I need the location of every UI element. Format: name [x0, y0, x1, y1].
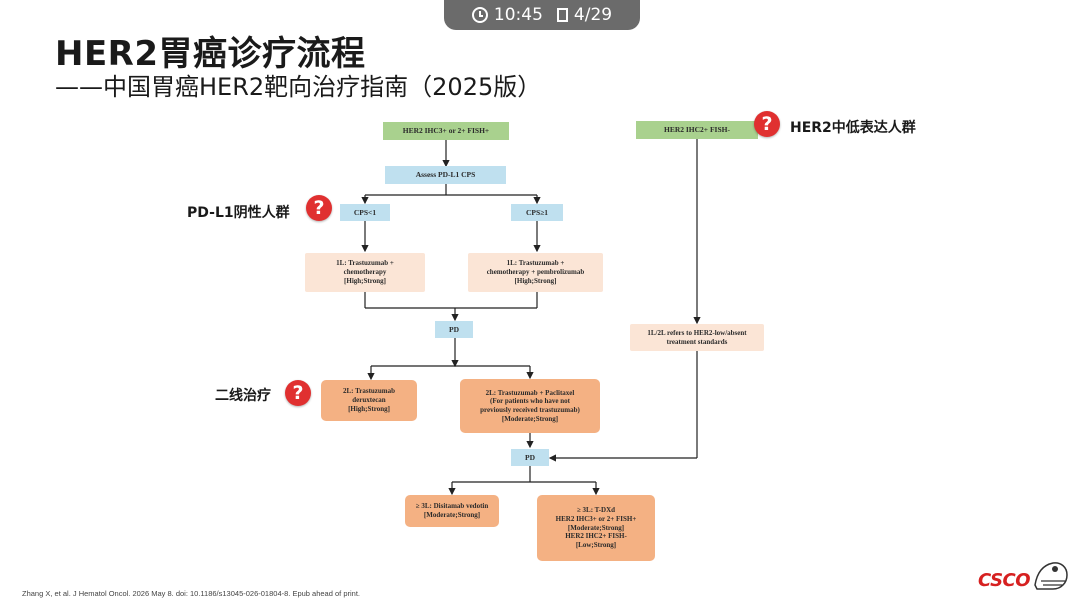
clock-icon [471, 7, 488, 23]
csco-logo-text: CSCO [978, 570, 1031, 591]
cps-positive-box: CPS≥1 [511, 204, 563, 221]
slide-title: HER2胃癌诊疗流程 [55, 34, 366, 74]
question-icon-second-line: ? [285, 380, 311, 406]
cps-negative-box: CPS<1 [340, 204, 390, 221]
label-second-line: 二线治疗 [215, 388, 271, 404]
pd-box-2: PD [511, 449, 549, 466]
second-line-a-box: 2L: Trastuzumab deruxtecan [High;Strong] [321, 380, 417, 421]
her2-positive-box: HER2 IHC3+ or 2+ FISH+ [383, 122, 509, 140]
page-icon [556, 8, 568, 22]
status-bar: 10:45 4/29 [444, 0, 640, 30]
low-standard-box: 1L/2L refers to HER2-low/absent treatmen… [630, 324, 764, 351]
third-line-b-box: ≥ 3L: T-DXd HER2 IHC3+ or 2+ FISH+ [Mode… [537, 495, 655, 561]
csco-logo-icon [1034, 562, 1068, 590]
label-low-group: HER2中低表达人群 [790, 120, 916, 136]
pd-box-1: PD [435, 321, 473, 338]
assess-pdl1-box: Assess PD-L1 CPS [385, 166, 506, 184]
status-time: 10:45 [493, 5, 543, 25]
her2-low-box: HER2 IHC2+ FISH- [636, 121, 758, 139]
status-page: 4/29 [573, 5, 613, 25]
first-line-a-box: 1L: Trastuzumab + chemotherapy [High;Str… [305, 253, 425, 292]
third-line-a-box: ≥ 3L: Disitamab vedotin [Moderate;Strong… [405, 495, 499, 527]
citation: Zhang X, et al. J Hematol Oncol. 2026 Ma… [22, 589, 360, 598]
first-line-b-box: 1L: Trastuzumab + chemotherapy + pembrol… [468, 253, 603, 292]
question-icon-pdl1: ? [306, 195, 332, 221]
label-pdl1-negative: PD-L1阴性人群 [187, 205, 290, 221]
second-line-b-box: 2L: Trastuzumab + Paclitaxel (For patien… [460, 379, 600, 433]
question-icon-low-group: ? [754, 111, 780, 137]
slide-subtitle: ——中国胃癌HER2靶向治疗指南（2025版） [55, 73, 542, 101]
